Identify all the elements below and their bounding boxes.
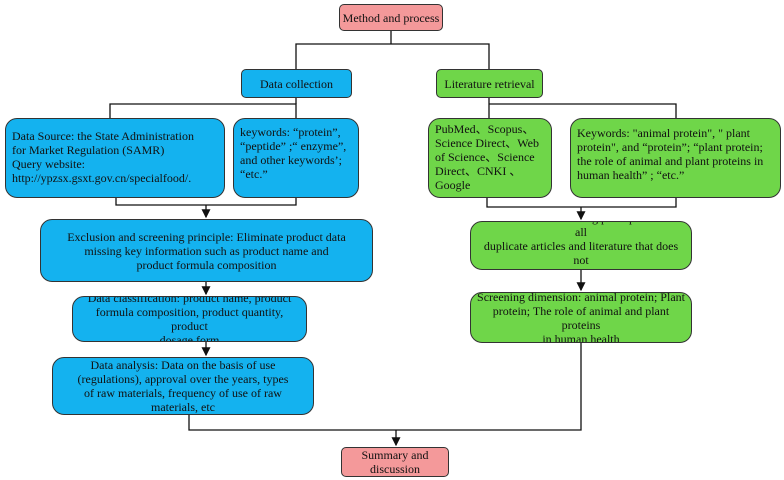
data-source-node: Data Source: the State Administration fo… xyxy=(5,118,225,198)
exclusion-left-node: Exclusion and screening principle: Elimi… xyxy=(40,219,373,282)
method-process-node: Method and process xyxy=(339,4,443,31)
summary-node: Summary and discussion xyxy=(341,447,449,477)
keywords-left-node: keywords: “protein”, “peptide” ;“ enzyme… xyxy=(233,118,359,198)
connector xyxy=(115,198,297,206)
classification-node: Data classification: product name, produ… xyxy=(72,296,307,342)
connector xyxy=(109,103,297,118)
literature-retrieval-node: Literature retrieval xyxy=(436,69,543,98)
screening-dimension-node: Screening dimension: animal protein; Pla… xyxy=(470,292,692,343)
connector xyxy=(188,343,582,431)
data-collection-node: Data collection xyxy=(241,69,352,98)
data-analysis-node: Data analysis: Data on the basis of use … xyxy=(52,357,314,415)
connector xyxy=(486,198,677,208)
connector xyxy=(295,43,490,69)
databases-node: PubMed、Scopus、 Science Direct、Web of Sci… xyxy=(428,118,552,198)
keywords-right-node: Keywords: "animal protein", " plant prot… xyxy=(570,118,781,198)
connector xyxy=(489,103,677,118)
exclusion-right-node: Exclusion and screening principle: Delet… xyxy=(470,221,692,270)
